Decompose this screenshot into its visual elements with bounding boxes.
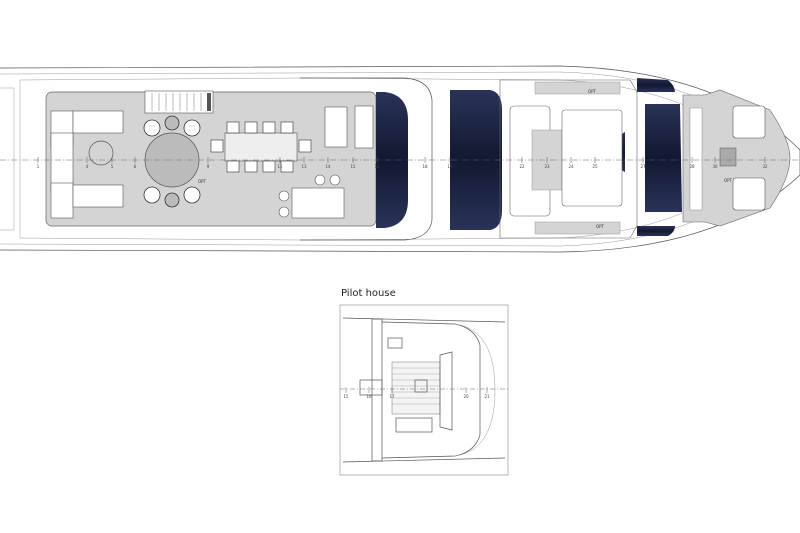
frame-number: 30 [712, 164, 718, 169]
frame-number: 20 [463, 394, 469, 399]
frame-number: 28 [689, 164, 695, 169]
frame-number: 18 [422, 164, 428, 169]
frame-number: 15 [343, 394, 349, 399]
pilot-house-plan [339, 304, 509, 476]
side-window-top [637, 78, 675, 92]
frame-number: 27 [640, 164, 646, 169]
pilot-house-frame-numbers: 15 16 17 20 21 [343, 387, 490, 399]
side-window-bottom [637, 226, 675, 236]
lounge-chairs [143, 115, 201, 208]
frame-number: 24 [568, 164, 574, 169]
frame-number: 1 [37, 164, 40, 169]
frame-number: 11 [277, 164, 283, 169]
frame-number: 21 [484, 394, 490, 399]
pilot-house-title: Pilot house [341, 288, 396, 299]
dining-table [210, 121, 312, 173]
windshield-1 [376, 92, 408, 228]
frame-number: 6 [134, 164, 137, 169]
frame-number: 15 [350, 164, 356, 169]
frame-number: 25 [592, 164, 598, 169]
frame-number: 5 [111, 164, 114, 169]
frame-number: 13 [301, 164, 307, 169]
lounge-sofa [50, 110, 124, 219]
staircase [144, 90, 214, 114]
opt-label: OPT [724, 178, 733, 183]
frame-number: 9 [207, 164, 210, 169]
opt-label: OPT [198, 179, 207, 184]
bar-counter [278, 105, 374, 219]
coffee-table [88, 140, 114, 166]
frame-number: 19 [447, 164, 453, 169]
frame-number: 32 [762, 164, 768, 169]
frame-number: 22 [519, 164, 525, 169]
frame-number: 14 [325, 164, 331, 169]
opt-label: OPT [596, 224, 605, 229]
frame-number: 23 [544, 164, 550, 169]
frame-number: 16 [374, 164, 380, 169]
windshield-3 [645, 104, 682, 212]
frame-number: 4 [86, 164, 89, 169]
opt-label: OPT [588, 89, 597, 94]
foredeck-sections [499, 79, 791, 239]
frame-number: 16 [366, 394, 372, 399]
frame-number: 17 [389, 394, 395, 399]
